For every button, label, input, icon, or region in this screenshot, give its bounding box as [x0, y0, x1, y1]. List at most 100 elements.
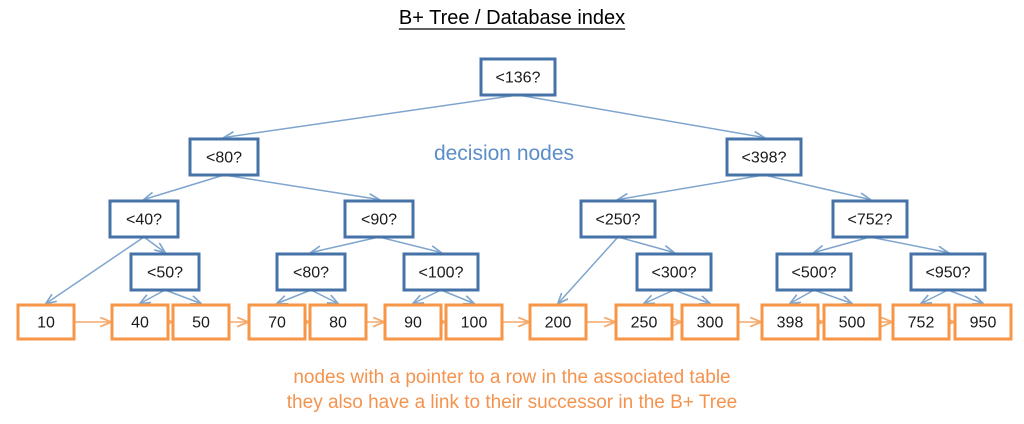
decision-node-box — [402, 252, 480, 292]
tree-edge — [644, 289, 675, 304]
tree-edge — [223, 174, 379, 200]
tree-edge — [440, 289, 474, 304]
decision-node-label: <80? — [293, 265, 329, 282]
decision-node-label: <80? — [206, 150, 242, 167]
leaf-node-label: 300 — [697, 315, 724, 332]
tree-edge — [790, 289, 815, 304]
decision-node[interactable]: <100? — [402, 252, 480, 292]
leaf-node[interactable]: 398 — [760, 303, 820, 341]
leaf-node-box — [822, 303, 882, 341]
page-title: B+ Tree / Database index — [399, 7, 625, 29]
decision-node-box — [909, 252, 987, 292]
decision-node-label: <250? — [596, 212, 641, 229]
leaf-node[interactable]: 70 — [247, 303, 307, 341]
decision-node-label: <950? — [926, 265, 971, 282]
leaf-node-box — [953, 303, 1013, 341]
decision-node[interactable]: <398? — [725, 137, 803, 177]
tree-edge — [558, 236, 619, 304]
decision-node[interactable]: <90? — [343, 199, 415, 239]
decision-node[interactable]: <80? — [188, 137, 260, 177]
decision-node-box — [188, 137, 260, 177]
leaf-node[interactable]: 40 — [110, 303, 170, 341]
diagram-title: B+ Tree / Database index — [398, 7, 626, 30]
decision-node-box — [725, 137, 803, 177]
decision-node[interactable]: <752? — [831, 199, 909, 239]
tree-edge — [869, 236, 948, 253]
decision-node-box — [343, 199, 415, 239]
tree-edge — [224, 94, 519, 138]
leaf-node[interactable]: 80 — [308, 303, 368, 341]
leaf-node-label: 100 — [461, 315, 488, 332]
decision-node-box — [831, 199, 909, 239]
tree-edge — [947, 289, 983, 304]
leaf-node[interactable]: 50 — [171, 303, 231, 341]
tree-edge — [310, 289, 338, 304]
decision-node[interactable]: <80? — [275, 252, 347, 292]
decision-node[interactable]: <40? — [108, 199, 180, 239]
tree-edge — [617, 236, 674, 253]
tree-edge — [673, 289, 710, 304]
tree-edge — [144, 174, 225, 200]
tree-edge — [814, 236, 871, 253]
leaf-node-box — [308, 303, 368, 341]
decision-node-box — [275, 252, 347, 292]
leaf-node[interactable]: 90 — [383, 303, 443, 341]
leaf-node-label: 90 — [404, 315, 422, 332]
leaf-node[interactable]: 10 — [16, 303, 76, 341]
decision-node[interactable]: <50? — [129, 252, 201, 292]
leaf-node-box — [528, 303, 588, 341]
decision-node[interactable]: <136? — [479, 57, 557, 97]
decision-nodes-label: decision nodes — [434, 142, 574, 165]
tree-edge — [140, 289, 166, 304]
decision-node-label: <300? — [652, 265, 697, 282]
leaf-node-label: 200 — [545, 315, 572, 332]
tree-edge — [763, 174, 870, 200]
leaf-node-layer: 10 40 50 70 80 90 100 200 250 300 398 500 752 950 — [16, 303, 1013, 341]
leaf-node-box — [110, 303, 170, 341]
decision-node[interactable]: <250? — [579, 199, 657, 239]
leaf-node-label: 80 — [329, 315, 347, 332]
decision-node-box — [635, 252, 713, 292]
decision-node-box — [108, 199, 180, 239]
tree-edge — [921, 289, 949, 304]
leaf-caption-line-1: nodes with a pointer to a row in the ass… — [293, 367, 730, 388]
tree-edge-layer — [46, 94, 983, 304]
decision-node[interactable]: <300? — [635, 252, 713, 292]
leaf-node[interactable]: 250 — [614, 303, 674, 341]
leaf-node-box — [891, 303, 951, 341]
tree-edge — [277, 289, 312, 304]
leaf-node-box — [16, 303, 76, 341]
leaf-node-label: 50 — [192, 315, 210, 332]
tree-edge — [413, 289, 442, 304]
leaf-node[interactable]: 100 — [444, 303, 504, 341]
leaf-node-box — [760, 303, 820, 341]
tree-edge — [378, 236, 441, 253]
tree-edge — [618, 174, 765, 200]
decision-node[interactable]: <950? — [909, 252, 987, 292]
decision-node-label: <90? — [361, 212, 397, 229]
leaf-node[interactable]: 300 — [680, 303, 740, 341]
leaf-node-box — [680, 303, 740, 341]
leaf-node-box — [383, 303, 443, 341]
decision-node[interactable]: <500? — [775, 252, 853, 292]
decision-node-label: <752? — [848, 212, 893, 229]
leaf-node-box — [444, 303, 504, 341]
decision-node-box — [579, 199, 657, 239]
leaf-node[interactable]: 752 — [891, 303, 951, 341]
tree-edge — [813, 289, 852, 304]
tree-edge — [517, 94, 764, 138]
leaf-node[interactable]: 950 — [953, 303, 1013, 341]
decision-node-label: <136? — [496, 70, 541, 87]
leaf-node-label: 70 — [268, 315, 286, 332]
leaf-node[interactable]: 200 — [528, 303, 588, 341]
decision-node-box — [775, 252, 853, 292]
tree-edge — [143, 236, 165, 253]
leaf-node-label: 500 — [839, 315, 866, 332]
leaf-node[interactable]: 500 — [822, 303, 882, 341]
leaf-node-label: 398 — [777, 315, 804, 332]
decision-node-label: <50? — [147, 265, 183, 282]
leaf-node-label: 10 — [37, 315, 55, 332]
leaf-node-label: 950 — [970, 315, 997, 332]
